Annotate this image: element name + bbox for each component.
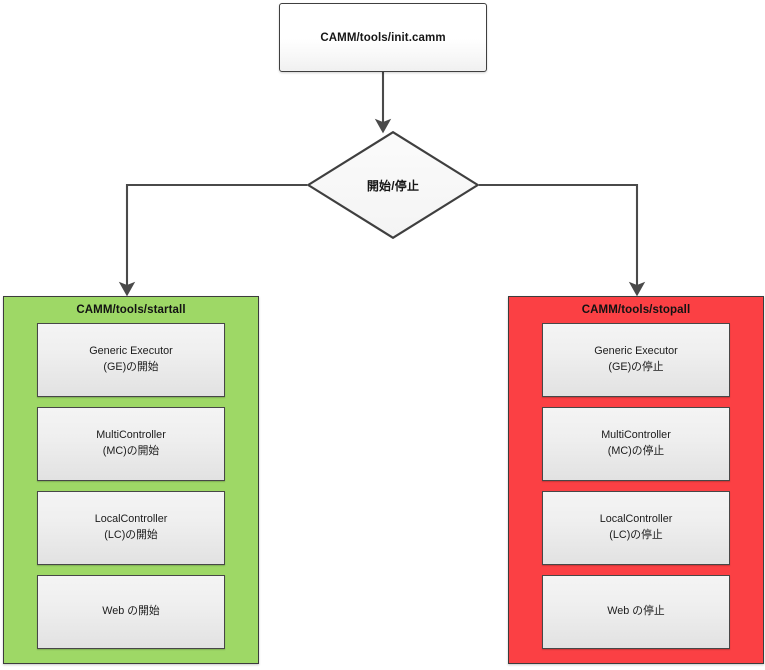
step-ge-start-label: Generic Executor (GE)の開始	[89, 345, 173, 373]
step-web-stop-label: Web の停止	[607, 605, 665, 618]
panel-stopall[interactable]: CAMM/tools/stopall Generic Executor (GE)…	[508, 296, 764, 664]
step-lc-start[interactable]: LocalController (LC)の開始	[37, 491, 225, 565]
node-decision-start-stop[interactable]: 開始/停止	[307, 131, 479, 239]
connector-decision-to-startall	[118, 183, 307, 297]
panel-startall-steps: Generic Executor (GE)の開始 MultiController…	[4, 323, 258, 649]
step-mc-stop-label: MultiController (MC)の停止	[601, 429, 671, 457]
step-ge-stop-label: Generic Executor (GE)の停止	[594, 345, 678, 373]
node-init-camm[interactable]: CAMM/tools/init.camm	[279, 3, 487, 72]
connector-decision-to-stopall	[479, 183, 646, 297]
decision-diamond-outline	[307, 131, 479, 239]
step-lc-stop[interactable]: LocalController (LC)の停止	[542, 491, 730, 565]
step-web-start[interactable]: Web の開始	[37, 575, 225, 649]
step-mc-start[interactable]: MultiController (MC)の開始	[37, 407, 225, 481]
step-mc-start-label: MultiController (MC)の開始	[96, 429, 166, 457]
step-web-start-label: Web の開始	[102, 605, 160, 618]
decision-label: 開始/停止	[366, 178, 420, 193]
panel-startall[interactable]: CAMM/tools/startall Generic Executor (GE…	[3, 296, 259, 664]
panel-startall-title: CAMM/tools/startall	[76, 304, 186, 316]
panel-stopall-title: CAMM/tools/stopall	[581, 304, 691, 316]
step-lc-stop-label: LocalController (LC)の停止	[599, 513, 673, 541]
step-web-stop[interactable]: Web の停止	[542, 575, 730, 649]
step-lc-start-label: LocalController (LC)の開始	[94, 513, 168, 541]
step-ge-start[interactable]: Generic Executor (GE)の開始	[37, 323, 225, 397]
panel-stopall-steps: Generic Executor (GE)の停止 MultiController…	[509, 323, 763, 649]
step-mc-stop[interactable]: MultiController (MC)の停止	[542, 407, 730, 481]
step-ge-stop[interactable]: Generic Executor (GE)の停止	[542, 323, 730, 397]
node-init-camm-label: CAMM/tools/init.camm	[320, 31, 446, 44]
